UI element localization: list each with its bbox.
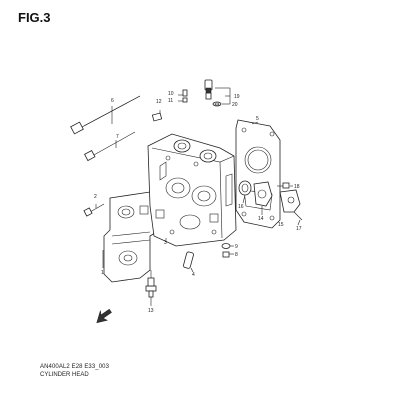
callout-9: 9 <box>235 244 238 250</box>
long-bolt-part <box>70 95 141 135</box>
front-arrow-icon <box>96 308 112 324</box>
stud-bolt-part <box>84 131 136 162</box>
callout-4: 4 <box>192 272 195 278</box>
diagram-name: CYLINDER HEAD <box>40 372 89 378</box>
callout-17: 17 <box>296 226 302 232</box>
washer-nut-part <box>221 243 231 258</box>
small-bolt-part <box>83 203 105 217</box>
callout-16: 16 <box>238 204 244 210</box>
callout-15: 15 <box>278 222 284 228</box>
oil-pipe-part <box>183 251 194 269</box>
bolt-18-part <box>277 182 290 189</box>
figure-title: FIG.3 <box>18 10 51 25</box>
callout-10: 10 <box>168 91 174 97</box>
callout-7: 7 <box>116 134 119 140</box>
callout-6: 6 <box>111 98 114 104</box>
head-gasket-part <box>235 119 281 229</box>
leader-lines <box>95 87 301 306</box>
spark-plug-part <box>145 270 157 298</box>
callout-11: 11 <box>168 98 173 104</box>
callout-20: 20 <box>232 102 238 108</box>
callout-18: 18 <box>294 184 300 190</box>
callout-14: 14 <box>258 216 264 222</box>
callout-3: 3 <box>164 240 167 246</box>
callout-8: 8 <box>235 252 238 258</box>
cylinder-head-part <box>147 133 237 247</box>
thermostat-housing-part <box>238 180 273 214</box>
callout-12: 12 <box>156 99 162 105</box>
plug-cap-part <box>151 112 163 122</box>
diagram-code: AN400AL2 E28 E33_003 <box>40 364 110 370</box>
small-screws-part <box>182 89 188 103</box>
callout-2: 2 <box>94 194 97 200</box>
callout-1: 1 <box>101 270 104 276</box>
callout-13: 13 <box>148 308 154 314</box>
water-fitting-part <box>279 189 303 221</box>
temperature-sensor-part <box>204 79 222 107</box>
callout-19: 19 <box>234 94 240 100</box>
callout-5: 5 <box>256 116 259 122</box>
